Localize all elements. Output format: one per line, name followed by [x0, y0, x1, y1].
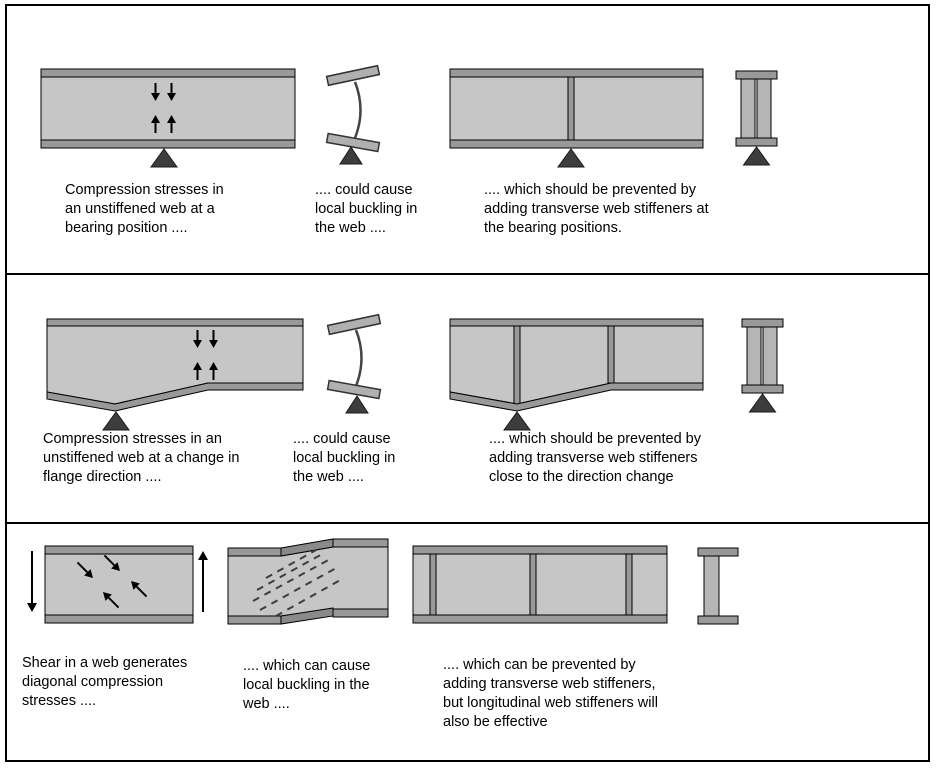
- stiffened-cross-section-2: [741, 318, 784, 413]
- top-flange: [412, 545, 668, 555]
- support-triangle: [742, 146, 771, 166]
- caption-row2-cause: Compression stresses in an unstiffened w…: [43, 431, 240, 485]
- bottom-flange: [449, 139, 704, 149]
- bottom-flange: [40, 139, 296, 149]
- web-panel: [40, 76, 296, 141]
- beam-with-bearing-stiffener: [449, 68, 704, 168]
- caption-row3-remedy: .... which can be prevented by adding tr…: [443, 657, 658, 730]
- shear-arrow-down: [27, 551, 37, 612]
- top-flange-tilted: [325, 64, 381, 87]
- caption-row1-effect: .... could cause local buckling in the w…: [315, 182, 418, 236]
- top-flange: [40, 68, 296, 78]
- buckle-wave-dashes: [252, 549, 345, 617]
- web-panel: [412, 553, 668, 616]
- transverse-stiffener: [567, 76, 575, 141]
- support-triangle: [339, 146, 363, 165]
- caption-row3-effect: .... which can cause local buckling in t…: [243, 658, 371, 712]
- top-flange: [735, 70, 778, 80]
- bottom-flange-tilted: [326, 379, 382, 400]
- outer-border: [5, 4, 930, 762]
- transverse-stiffener: [513, 325, 521, 405]
- top-flange: [697, 547, 739, 557]
- bottom-flange: [46, 382, 304, 412]
- bottom-flange: [44, 614, 194, 624]
- buckled-shear-panel: [227, 538, 389, 625]
- stiffener-plate-left: [746, 326, 762, 386]
- support-triangle: [748, 393, 777, 413]
- bottom-flange-right: [332, 608, 389, 618]
- support-triangle: [557, 148, 585, 168]
- bottom-flange: [697, 615, 739, 625]
- top-flange: [449, 68, 704, 78]
- caption-row2-effect: .... could cause local buckling in the w…: [293, 431, 396, 485]
- buckled-web-symbol-2: [326, 313, 382, 414]
- shear-arrow-up: [198, 551, 208, 612]
- support-triangle: [345, 395, 369, 414]
- web-shear-diagram: [27, 545, 208, 624]
- top-flange: [741, 318, 784, 328]
- buckled-web-symbol-1: [325, 64, 381, 165]
- beam-unstiffened-at-taper: [46, 318, 304, 431]
- stiffened-cross-section-1: [735, 70, 778, 166]
- stiffener-plate-right: [762, 326, 778, 386]
- compression-arrows: [193, 330, 218, 380]
- buckled-web-curve: [354, 329, 363, 387]
- bottom-flange: [449, 382, 704, 412]
- top-flange: [44, 545, 194, 555]
- transverse-stiffener: [607, 325, 615, 384]
- diagonal-compression-arrows: [76, 554, 148, 609]
- top-flange-left: [227, 547, 282, 557]
- top-flange: [449, 318, 704, 327]
- support-triangle: [102, 411, 130, 431]
- stiffener-plate-left: [740, 78, 756, 139]
- web-panel: [227, 546, 389, 617]
- top-flange-right: [332, 538, 389, 548]
- web-plate: [703, 555, 720, 617]
- transverse-stiffener: [529, 553, 537, 616]
- top-flange-tilted: [326, 313, 382, 336]
- caption-row1-cause: Compression stresses in an unstiffened w…: [65, 182, 224, 236]
- beam-with-taper-stiffeners: [449, 318, 704, 431]
- web-panel: [44, 553, 194, 616]
- transverse-stiffener: [625, 553, 633, 616]
- caption-row1-remedy: .... which should be prevented by adding…: [484, 182, 709, 236]
- plain-i-section: [697, 547, 739, 625]
- stiffener-plate-right: [756, 78, 772, 139]
- top-flange: [46, 318, 304, 327]
- support-triangle: [503, 411, 531, 431]
- beam-unstiffened-at-bearing: [40, 68, 296, 168]
- buckled-web-curve: [353, 81, 362, 139]
- bottom-flange-left: [227, 615, 282, 625]
- compression-arrows: [151, 83, 176, 133]
- bottom-flange: [412, 614, 668, 624]
- support-triangle: [150, 148, 178, 168]
- bottom-flange-tilted: [325, 132, 381, 153]
- bottom-flange: [741, 384, 784, 394]
- caption-row3-cause: Shear in a web generates diagonal compre…: [22, 655, 188, 709]
- caption-row2-remedy: .... which should be prevented by adding…: [489, 431, 701, 485]
- bottom-flange: [735, 137, 778, 147]
- transverse-stiffener: [429, 553, 437, 616]
- beam-with-transverse-stiffeners: [412, 545, 668, 624]
- web-panel: [449, 76, 704, 141]
